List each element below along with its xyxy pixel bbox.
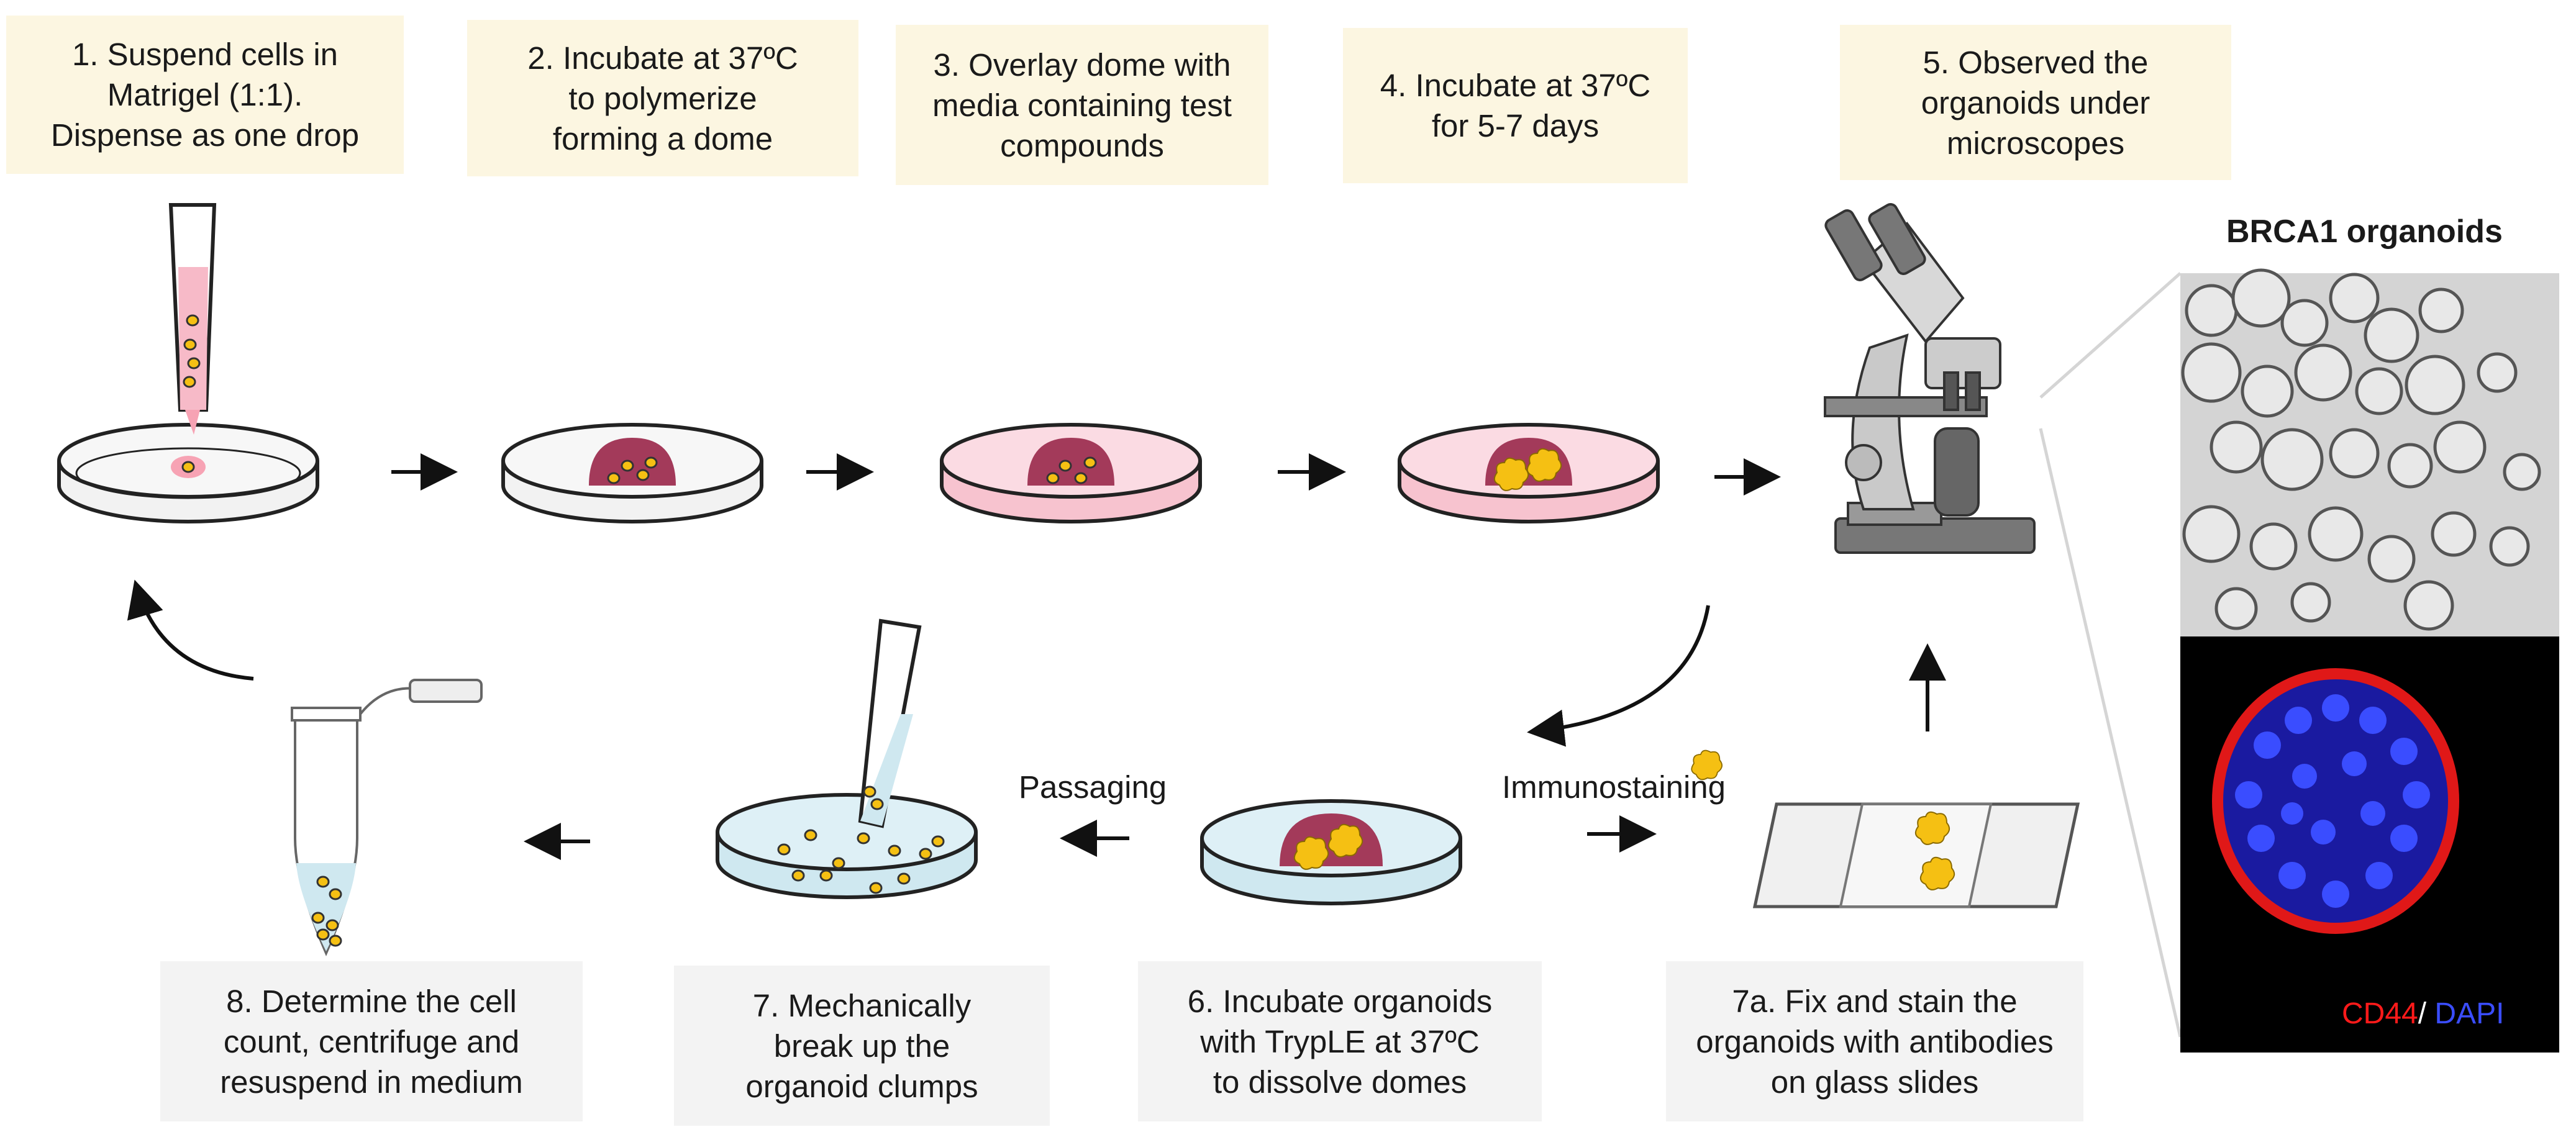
step-3-text: 3. Overlay dome with media containing te… — [932, 47, 1232, 163]
cd44-label: CD44 — [2342, 997, 2418, 1030]
step-7a-text: 7a. Fix and stain the organoids with ant… — [1696, 983, 2054, 1100]
microcentrifuge-tube-icon — [291, 679, 483, 957]
step-7-text: 7. Mechanically break up the organoid cl… — [745, 987, 978, 1104]
step-7a-box: 7a. Fix and stain the organoids with ant… — [1666, 961, 2083, 1121]
legend-separator: / — [2418, 997, 2427, 1030]
petri-dish-icon — [501, 423, 763, 523]
step-4-box: 4. Incubate at 37ºC for 5-7 days — [1343, 28, 1688, 183]
petri-dish-icon — [1398, 423, 1660, 523]
immunostaining-label: Immunostaining — [1502, 769, 1726, 805]
arrow-icon — [127, 579, 254, 681]
panel-title: BRCA1 organoids — [2226, 214, 2503, 250]
dapi-label: DAPI — [2434, 997, 2505, 1030]
arrow-icon — [1527, 605, 1710, 747]
passaging-label: Passaging — [1019, 769, 1167, 805]
step-3-box: 3. Overlay dome with media containing te… — [896, 25, 1268, 185]
brightfield-image — [2180, 268, 2559, 636]
step-4-text: 4. Incubate at 37ºC for 5-7 days — [1380, 68, 1651, 143]
step-6-text: 6. Incubate organoids with TrypLE at 37º… — [1187, 983, 1493, 1100]
step-8-box: 8. Determine the cell count, centrifuge … — [160, 961, 583, 1121]
pipette-icon — [858, 618, 922, 828]
petri-dish-icon — [57, 423, 319, 523]
pipette-icon — [168, 203, 217, 435]
step-5-text: 5. Observed the organoids under microsco… — [1921, 44, 2150, 161]
glass-slide-icon — [1691, 749, 2080, 908]
step-1-box: 1. Suspend cells in Matrigel (1:1). Disp… — [6, 16, 404, 174]
petri-dish-icon — [716, 793, 978, 899]
microscope-icon — [1824, 203, 2036, 554]
petri-dish-icon — [1200, 799, 1462, 905]
fluorescence-image — [2180, 636, 2559, 1053]
step-2-box: 2. Incubate at 37ºC to polymerize formin… — [467, 20, 858, 176]
step-6-box: 6. Incubate organoids with TrypLE at 37º… — [1138, 961, 1542, 1121]
step-2-text: 2. Incubate at 37ºC to polymerize formin… — [527, 40, 798, 156]
stain-legend: CD44/ DAPI — [2342, 997, 2504, 1031]
step-5-box: 5. Observed the organoids under microsco… — [1840, 25, 2231, 180]
step-1-text: 1. Suspend cells in Matrigel (1:1). Disp… — [50, 37, 360, 153]
step-7-box: 7. Mechanically break up the organoid cl… — [674, 966, 1050, 1126]
petri-dish-icon — [940, 423, 1202, 523]
step-8-text: 8. Determine the cell count, centrifuge … — [220, 983, 523, 1100]
